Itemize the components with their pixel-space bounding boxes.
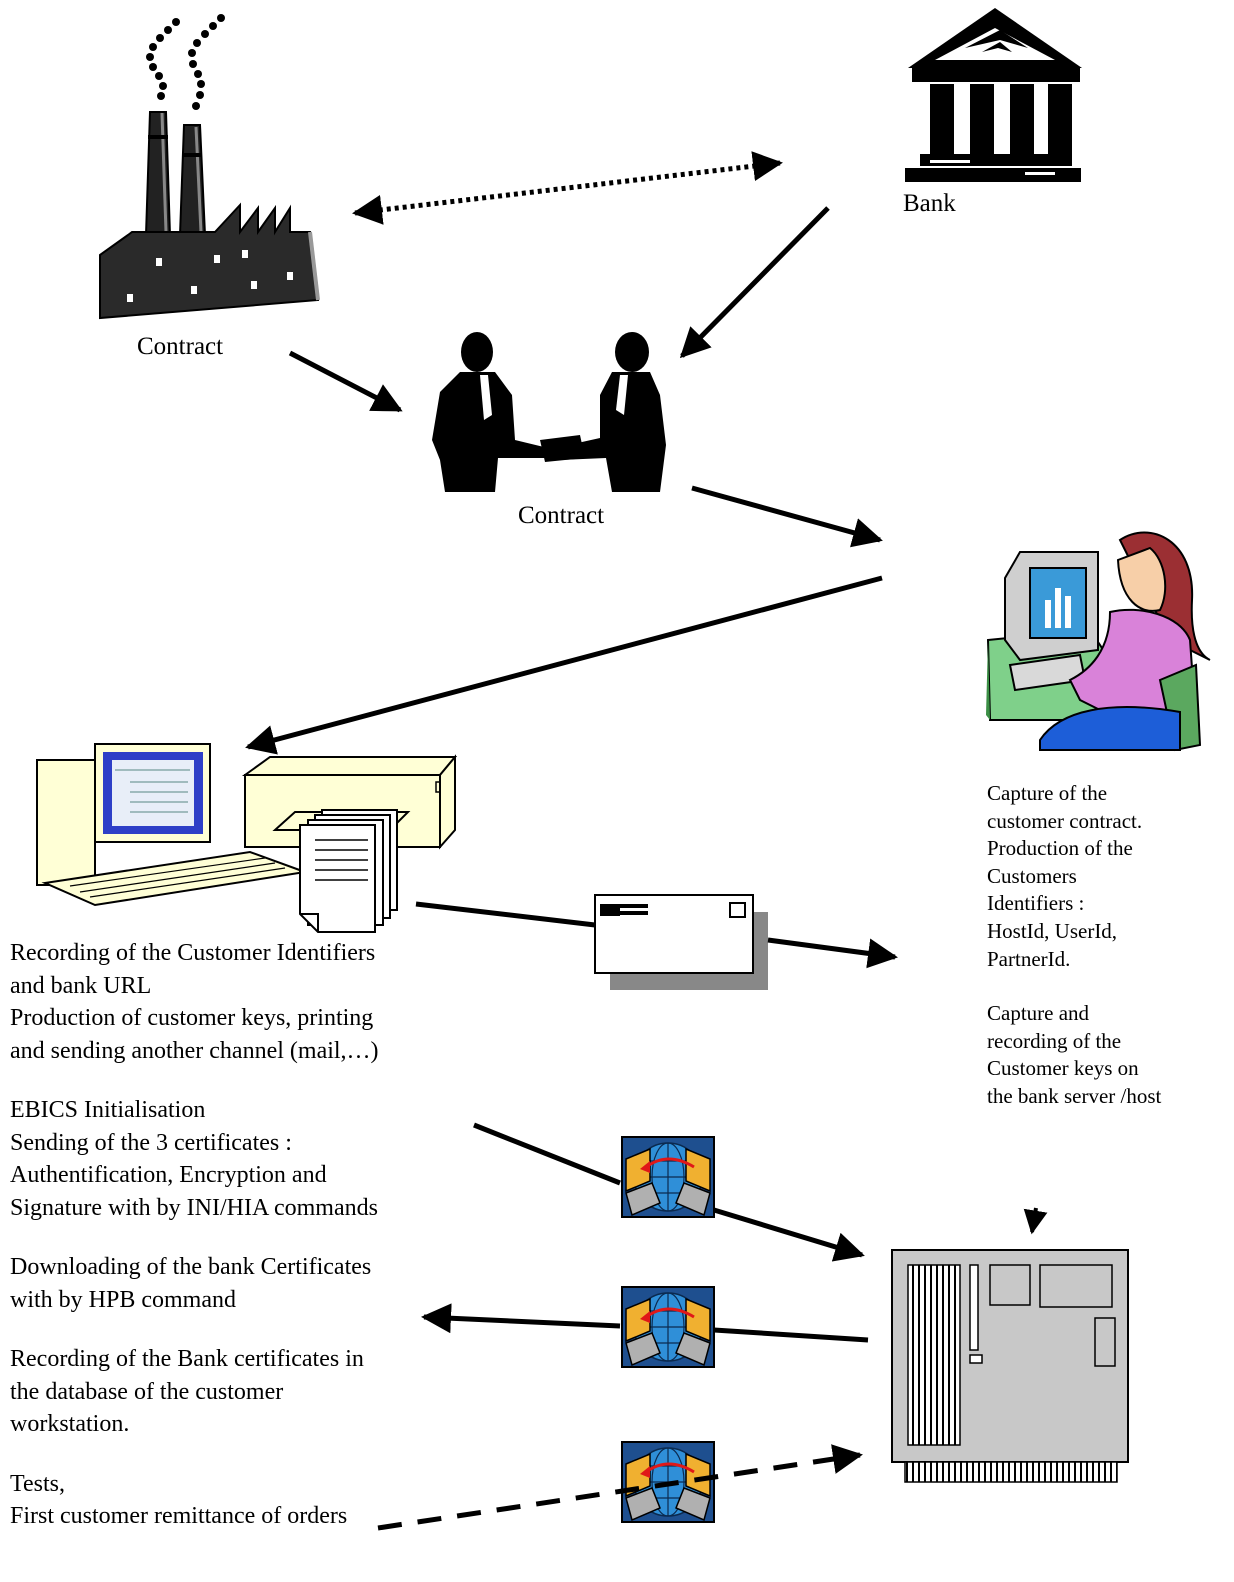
- factory-icon: [99, 14, 320, 320]
- factory-contract-label: Contract: [137, 333, 224, 360]
- step-text-line: and sending another channel (mail,…): [10, 1037, 379, 1064]
- factory-to-handshake-arrow: [288, 350, 403, 413]
- step-text-line: Production of customer keys, printing: [10, 1005, 374, 1031]
- server-to-hpb-arrow-b: [421, 1303, 621, 1334]
- step-text-line: workstation.: [10, 1411, 130, 1437]
- step-text-line: Authentification, Encryption and: [10, 1162, 327, 1188]
- init-to-server-arrow-a: [473, 1122, 621, 1186]
- handshake-icon: [432, 332, 666, 492]
- bank-keys-small-arrow: [1023, 1207, 1048, 1235]
- step-text-line: EBICS Initialisation: [10, 1097, 206, 1123]
- bank-step-line: Identifiers :: [987, 891, 1085, 916]
- handshake-to-employee-arrow: [691, 485, 883, 548]
- employee-to-workstation-arrow: [245, 575, 883, 755]
- init-to-server-arrow-b: [713, 1207, 865, 1262]
- factory-bank-dotted-arrow: [352, 151, 783, 225]
- step-text-line: Signature with by INI/HIA commands: [10, 1194, 378, 1221]
- bank-step-line: HostId, UserId,: [987, 918, 1118, 943]
- bank-step-line: Production of the: [987, 836, 1133, 861]
- step-text-line: and bank URL: [10, 972, 152, 999]
- server-to-hpb-arrow-a: [713, 1327, 869, 1343]
- step-text-line: Sending of the 3 certificates :: [10, 1129, 292, 1156]
- handshake-contract-label: Contract: [518, 502, 605, 529]
- step-text-line: Recording of the Customer Identifiers: [10, 940, 376, 966]
- step-text-line: Recording of the Bank certificates in: [10, 1346, 364, 1372]
- bank-step-line: the bank server /host: [987, 1083, 1162, 1108]
- flow-arrows: [245, 151, 1048, 1531]
- tests-dashed-arrow: [377, 1444, 863, 1531]
- bank-icon: [905, 8, 1082, 182]
- right-steps-text: Capture of the customer contract. Produc…: [987, 780, 1161, 1111]
- left-steps-text: Recording of the Customer Identifiers an…: [10, 937, 379, 1533]
- bank-step-line: PartnerId.: [987, 946, 1071, 971]
- step-text-line: Downloading of the bank Certificates: [10, 1254, 372, 1280]
- mail-to-bank-arrow-b: [767, 937, 898, 969]
- mail-to-bank-arrow-a: [415, 901, 596, 928]
- bank-employee-icon: [986, 531, 1211, 752]
- bank-step-line: Capture and: [987, 1001, 1090, 1026]
- ebics-network-icon: [621, 1136, 715, 1218]
- bank-step-line: recording of the: [987, 1028, 1122, 1053]
- ebics-network-icon: [621, 1286, 715, 1368]
- bank-step-line: Customer keys on: [987, 1056, 1139, 1081]
- bank-server-icon: [891, 1249, 1129, 1483]
- step-text-line: Tests,: [10, 1470, 65, 1497]
- bank-step-line: Capture of the: [987, 781, 1108, 805]
- step-text-line: the database of the customer: [10, 1378, 284, 1405]
- bank-label: Bank: [903, 190, 956, 217]
- documents-icon: [299, 809, 398, 933]
- step-text-line: with by HPB command: [10, 1286, 236, 1313]
- bank-step-line: customer contract.: [987, 808, 1143, 833]
- bank-step-line: Customers: [987, 863, 1077, 888]
- bank-to-handshake-arrow: [679, 206, 830, 359]
- step-text-line: First customer remittance of orders: [10, 1503, 348, 1529]
- envelope-icon: [594, 894, 768, 990]
- customer-workstation-icon: [36, 743, 306, 907]
